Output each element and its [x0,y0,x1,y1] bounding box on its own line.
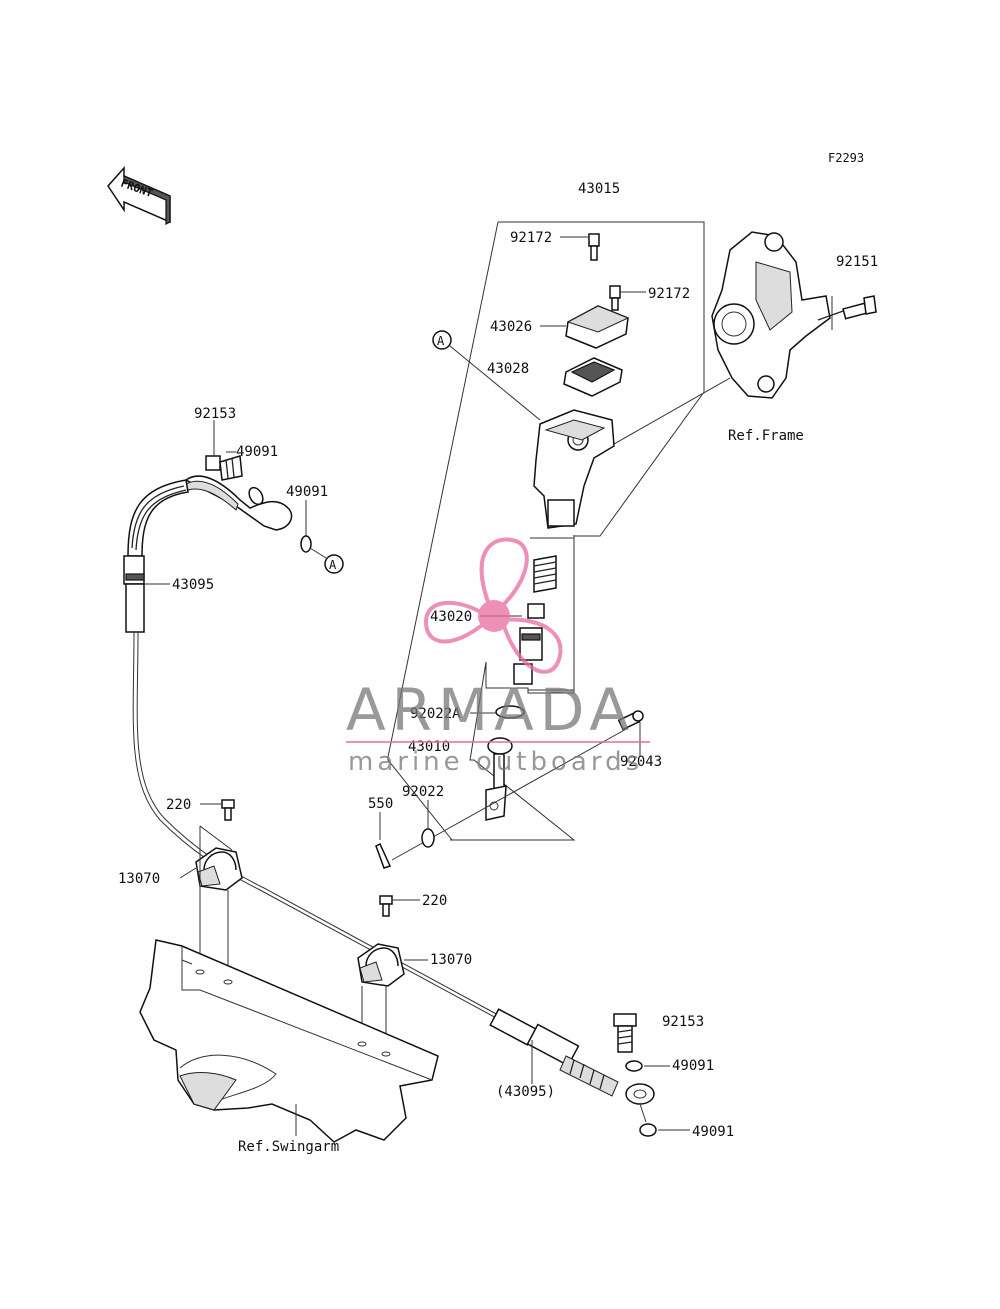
frame-bracket [711,231,831,399]
part-label-92022: 92022 [402,784,444,800]
part-label-49091-d: 49091 [692,1124,734,1140]
washer-92022 [421,828,435,848]
part-label-13070-a: 13070 [118,871,160,887]
part-label-92022a: 92022A [410,706,461,722]
watermark-tagline: marine outboards [348,747,643,777]
front-arrow-icon: FRONT [107,166,171,225]
callout-letter-top: A [437,334,445,348]
part-label-550: 550 [368,796,393,812]
part-label-220-a: 220 [166,797,191,813]
part-label-92153-bot: 92153 [662,1014,704,1030]
washer-49091-c [625,1060,643,1072]
watermark-propeller-logo [423,537,563,674]
assembly-label: 43015 [578,181,620,197]
part-label-13070-b: 13070 [430,952,472,968]
part-label-92172-b: 92172 [648,286,690,302]
ref-frame-label: Ref.Frame [728,428,804,444]
part-label-92172-a: 92172 [510,230,552,246]
reservoir-cap-43026 [565,305,630,349]
watermark: ARMADA marine outboards [346,537,650,777]
ref-swingarm-label: Ref.Swingarm [238,1139,339,1155]
watermark-brand: ARMADA [346,676,635,744]
bolt-220-left [221,799,235,821]
brake-hose-43095-lower [489,1008,655,1105]
figure-code: F2293 [828,151,864,165]
banjo-bolt-92153-bottom [613,1013,637,1053]
part-label-43095: 43095 [172,577,214,593]
master-cylinder-body [533,409,615,529]
brake-hose-43095-upper [123,475,293,633]
pin-92043 [617,710,644,731]
washer-92022a [495,705,525,719]
part-label-49091-b: 49091 [286,484,328,500]
washer-49091-d [639,1123,657,1137]
part-label-92153-top: 92153 [194,406,236,422]
callout-letter-bottom: A [329,558,337,572]
part-label-220-b: 220 [422,893,447,909]
diaphragm-43028 [563,357,623,397]
washer-49091-b [300,535,312,553]
callout-a-bottom [324,554,344,574]
part-label-43028: 43028 [487,361,529,377]
part-label-92151: 92151 [836,254,878,270]
piston-kit-43020 [513,555,557,685]
bolt-92151 [842,295,877,320]
clamp-13070-right [357,943,405,987]
swingarm-outline [139,939,439,1143]
part-label-49091-c: 49091 [672,1058,714,1074]
part-label-49091-a: 49091 [236,444,278,460]
push-rod-43010 [485,737,513,821]
part-label-43026: 43026 [490,319,532,335]
assembly-outline [387,221,705,841]
cotter-pin-550 [375,842,392,869]
part-label-92043: 92043 [620,754,662,770]
banjo-bolt-92153-top [205,455,243,481]
piston-kit-outline [528,537,575,691]
bolt-92172-b [609,285,621,311]
callout-a-top [432,330,452,350]
part-label-43095-paren: (43095) [496,1084,555,1100]
part-label-43020: 43020 [430,609,472,625]
clamp-13070-left [195,847,243,891]
bolt-92172-a [588,233,600,261]
bolt-220-right [379,895,393,917]
